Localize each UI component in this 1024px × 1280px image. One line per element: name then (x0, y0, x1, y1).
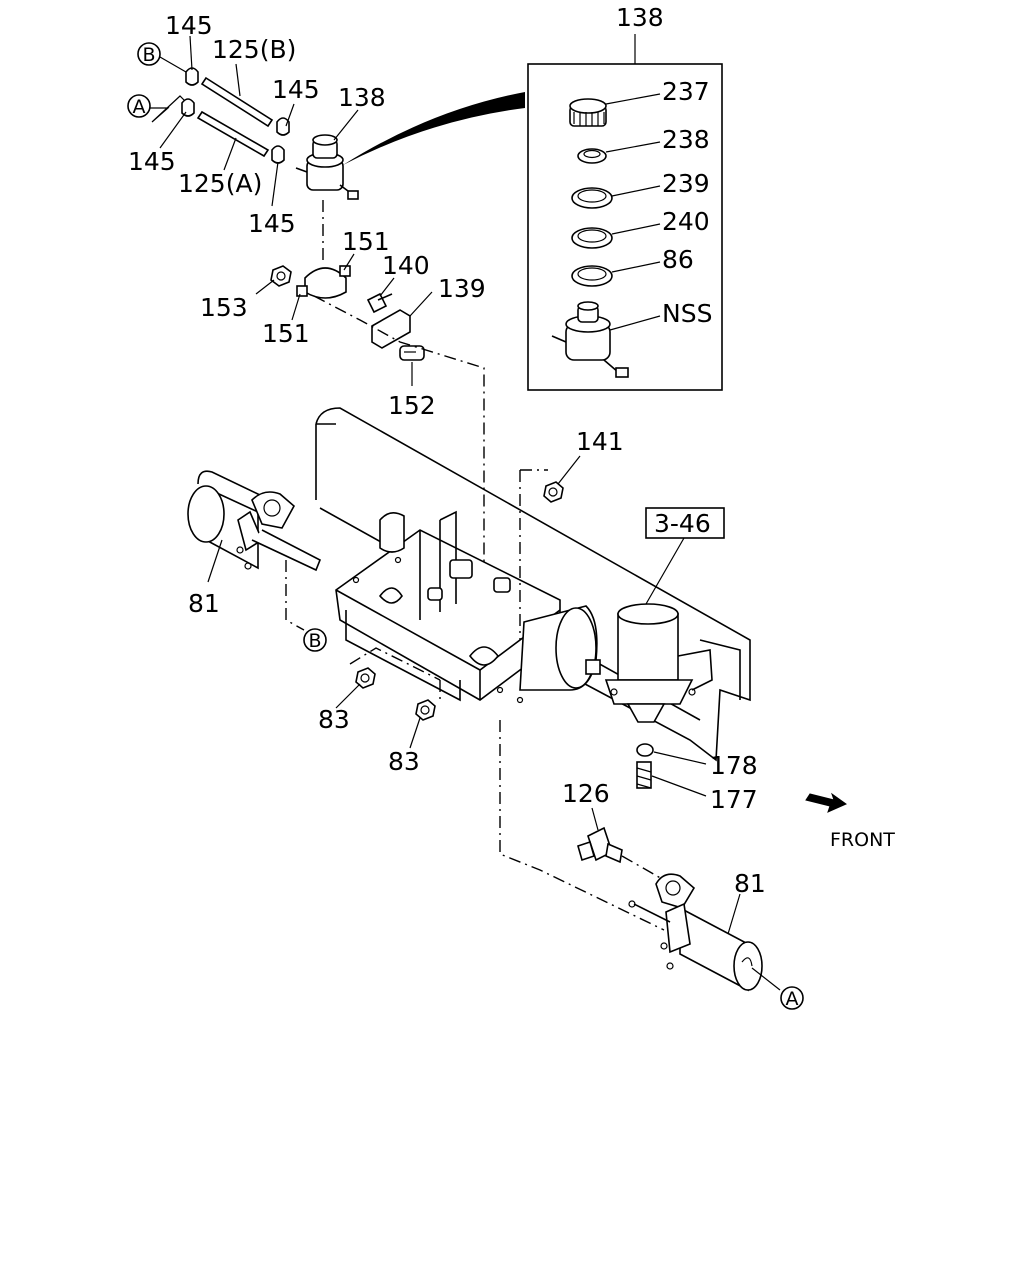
tank-small (519, 469, 601, 691)
callout-138-box: 138 (616, 3, 664, 32)
valve-fitting (427, 559, 511, 601)
plate-139 (371, 309, 411, 349)
callout-237: 237 (662, 77, 710, 106)
detail-wedge (343, 92, 525, 165)
hose-125b (200, 76, 274, 128)
hose-125a (196, 110, 270, 158)
callout-81-right: 81 (734, 869, 766, 898)
elbow-126 (577, 826, 623, 864)
marker-a-bot (780, 986, 804, 1010)
callout-125b: 125(B) (212, 35, 296, 64)
callout-139: 139 (438, 274, 486, 303)
air-tank-81-left (187, 470, 322, 572)
callout-151-a: 151 (342, 227, 390, 256)
nut-83-2 (415, 699, 436, 721)
ring-86 (571, 265, 613, 287)
callout-83-a: 83 (318, 705, 350, 734)
frame-assembly (315, 407, 751, 797)
ring-239 (571, 187, 613, 209)
air-dryer (604, 603, 713, 723)
callout-3-46: 3-46 (654, 509, 711, 538)
marker-b-top (137, 42, 161, 66)
hose-assembly: B A (127, 42, 525, 620)
callout-nss: NSS (662, 299, 712, 328)
callout-141: 141 (576, 427, 624, 456)
callout-81-left: 81 (188, 589, 220, 618)
clip-145-2 (181, 98, 195, 117)
air-tank-81-right (628, 873, 763, 992)
ref-box-3-46 (645, 507, 725, 539)
marker-a-top-text: A (133, 96, 146, 118)
callout-151-b: 151 (262, 319, 310, 348)
callout-83-b: 83 (388, 747, 420, 776)
bolt-140 (366, 292, 393, 314)
clip-145-3 (276, 117, 290, 136)
nut-153 (270, 265, 292, 287)
callout-145-c: 145 (128, 147, 176, 176)
marker-a-top (127, 94, 151, 118)
ring-240 (571, 227, 613, 249)
callout-178: 178 (710, 751, 758, 780)
marker-b-mid-text: B (308, 630, 321, 652)
callout-125a: 125(A) (178, 169, 262, 198)
callout-145-b: 145 (272, 75, 320, 104)
callout-239: 239 (662, 169, 710, 198)
bracket-151 (296, 265, 351, 299)
reservoir-nss (551, 301, 629, 378)
detail-box-138 (527, 34, 723, 391)
clip-145-1 (185, 67, 199, 86)
callout-152: 152 (388, 391, 436, 420)
seal-238 (577, 148, 607, 164)
front-label: FRONT (830, 829, 895, 851)
nut-83-1 (355, 667, 376, 689)
marker-b-mid (303, 628, 327, 652)
filter-177 (636, 761, 652, 789)
leader-lines (159, 35, 599, 831)
callout-140: 140 (382, 251, 430, 280)
front-arrow-icon (805, 792, 848, 813)
callout-153: 153 (200, 293, 248, 322)
reservoir-138 (295, 134, 359, 200)
cap-237 (569, 98, 607, 127)
marker-b-top-text: B (142, 44, 155, 66)
callout-238: 238 (662, 125, 710, 154)
nut-141 (543, 481, 564, 503)
nut-178 (636, 743, 654, 757)
callout-138-a: 138 (338, 83, 386, 112)
callout-145-a: 145 (165, 11, 213, 40)
marker-a-bot-text: A (786, 988, 799, 1010)
callout-240: 240 (662, 207, 710, 236)
bolt-152 (399, 345, 425, 361)
callout-86: 86 (662, 245, 694, 274)
clip-145-4 (271, 145, 285, 164)
callout-145-d: 145 (248, 209, 296, 238)
callout-126: 126 (562, 779, 610, 808)
callout-177: 177 (710, 785, 758, 814)
